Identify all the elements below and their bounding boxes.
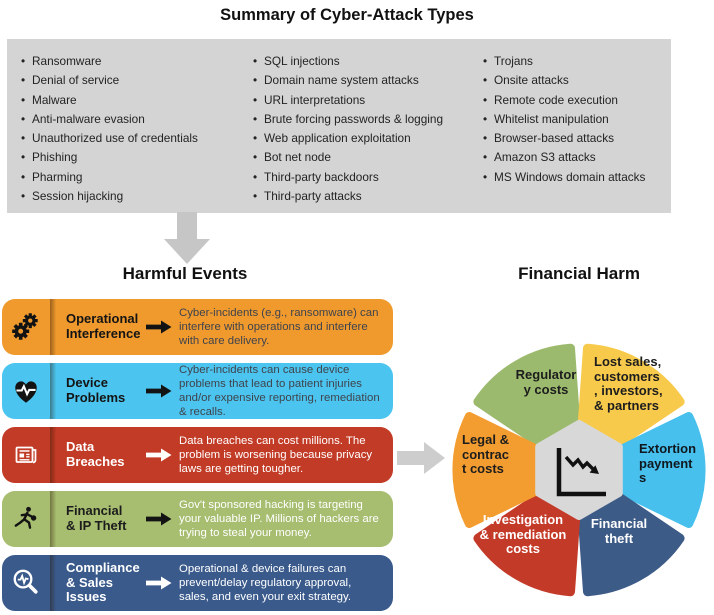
attack-item: Brute forcing passwords & logging xyxy=(252,110,482,130)
fold-shadow xyxy=(50,299,57,355)
gears-icon xyxy=(2,299,50,355)
newspaper-icon xyxy=(2,427,50,483)
row-title: Device Problems xyxy=(66,375,126,405)
attack-item: Ransomware xyxy=(20,52,252,72)
attack-item: Malware xyxy=(20,91,252,111)
attack-item: Denial of service xyxy=(20,71,252,91)
segment-legal-contract-costs xyxy=(452,412,584,528)
arrow-right-icon xyxy=(146,512,172,526)
flow-arrow-icon xyxy=(397,442,445,474)
attack-item: Web application exploitation xyxy=(252,129,482,149)
attack-item: Trojans xyxy=(482,52,671,72)
declining-chart-icon xyxy=(556,448,606,497)
attack-item: Anti-malware evasion xyxy=(20,110,252,130)
label-investigation-costs: Investigation & remediation costs xyxy=(479,512,567,556)
harmful-events-list: Operational Interference Cyber-incidents… xyxy=(2,299,393,615)
arrow-right-icon xyxy=(146,448,172,462)
attack-item: URL interpretations xyxy=(252,91,482,111)
fold-shadow xyxy=(50,491,57,547)
row-description: Data breaches can cost millions. The pro… xyxy=(179,434,373,476)
row-description: Cyber-incidents (e.g., ransomware) can i… xyxy=(179,306,379,348)
attack-item: Remote code execution xyxy=(482,91,671,111)
row-financial-ip-theft: Financial & IP Theft Gov't sponsored hac… xyxy=(2,491,393,547)
attack-item: Domain name system attacks xyxy=(252,71,482,91)
attack-column-2: SQL injectionsDomain name system attacks… xyxy=(252,52,482,213)
magnifier-pulse-icon xyxy=(2,555,50,611)
arrow-right-icon xyxy=(146,384,172,398)
attack-item: Unauthorized use of credentials xyxy=(20,129,252,149)
attack-column-3: TrojansOnsite attacksRemote code executi… xyxy=(482,52,671,213)
attack-item: Third-party backdoors xyxy=(252,168,482,188)
attack-item: Amazon S3 attacks xyxy=(482,148,671,168)
attack-item: Pharming xyxy=(20,168,252,188)
fold-shadow xyxy=(50,555,57,611)
row-description: Gov't sponsored hacking is targeting you… xyxy=(179,498,379,540)
label-regulatory-costs: Regulator y costs xyxy=(515,367,577,397)
financial-harm-heading: Financial Harm xyxy=(518,264,640,283)
arrow-right-icon xyxy=(146,576,172,590)
attack-column-1: RansomwareDenial of serviceMalwareAnti-m… xyxy=(20,52,252,213)
attack-item: Third-party attacks xyxy=(252,187,482,207)
row-data-breaches: Data Breaches Data breaches can cost mil… xyxy=(2,427,393,483)
attack-item: Session hijacking xyxy=(20,187,252,207)
attack-item: SQL injections xyxy=(252,52,482,72)
attack-types-panel: RansomwareDenial of serviceMalwareAnti-m… xyxy=(7,39,671,213)
harmful-events-heading: Harmful Events xyxy=(122,264,248,283)
row-device-problems: Device Problems Cyber-incidents can caus… xyxy=(2,363,393,419)
financial-harm-diagram: Regulator y costs Lost sales, customers … xyxy=(449,337,709,603)
attack-item: Bot net node xyxy=(252,148,482,168)
label-lost-sales: Lost sales, customers , investors, & par… xyxy=(594,354,663,413)
row-title: Operational Interference xyxy=(66,311,141,341)
heart-pulse-icon xyxy=(2,363,50,419)
label-legal-contract-costs: Legal & contrac t costs xyxy=(462,432,509,476)
row-operational-interference: Operational Interference Cyber-incidents… xyxy=(2,299,393,355)
down-arrow-icon xyxy=(164,212,210,264)
row-title: Financial & IP Theft xyxy=(66,503,127,533)
segment-extortion-payments xyxy=(574,412,706,528)
row-title: Data Breaches xyxy=(66,439,125,469)
label-financial-theft: Financial theft xyxy=(590,516,648,546)
arrow-right-icon xyxy=(146,320,172,334)
attack-item: Browser-based attacks xyxy=(482,129,671,149)
row-description: Operational & device failures can preven… xyxy=(179,562,352,604)
row-compliance-sales-issues: Compliance & Sales Issues Operational & … xyxy=(2,555,393,611)
row-description: Cyber-incidents can cause device problem… xyxy=(179,363,380,419)
attack-item: Phishing xyxy=(20,148,252,168)
page-title: Summary of Cyber-Attack Types xyxy=(220,6,474,24)
fold-shadow xyxy=(50,427,57,483)
attack-item: MS Windows domain attacks xyxy=(482,168,671,188)
attack-item: Whitelist manipulation xyxy=(482,110,671,130)
fold-shadow xyxy=(50,363,57,419)
runner-icon xyxy=(2,491,50,547)
attack-item: Onsite attacks xyxy=(482,71,671,91)
row-title: Compliance & Sales Issues xyxy=(66,560,140,605)
label-extortion-payments: Extortion payment s xyxy=(639,441,697,485)
